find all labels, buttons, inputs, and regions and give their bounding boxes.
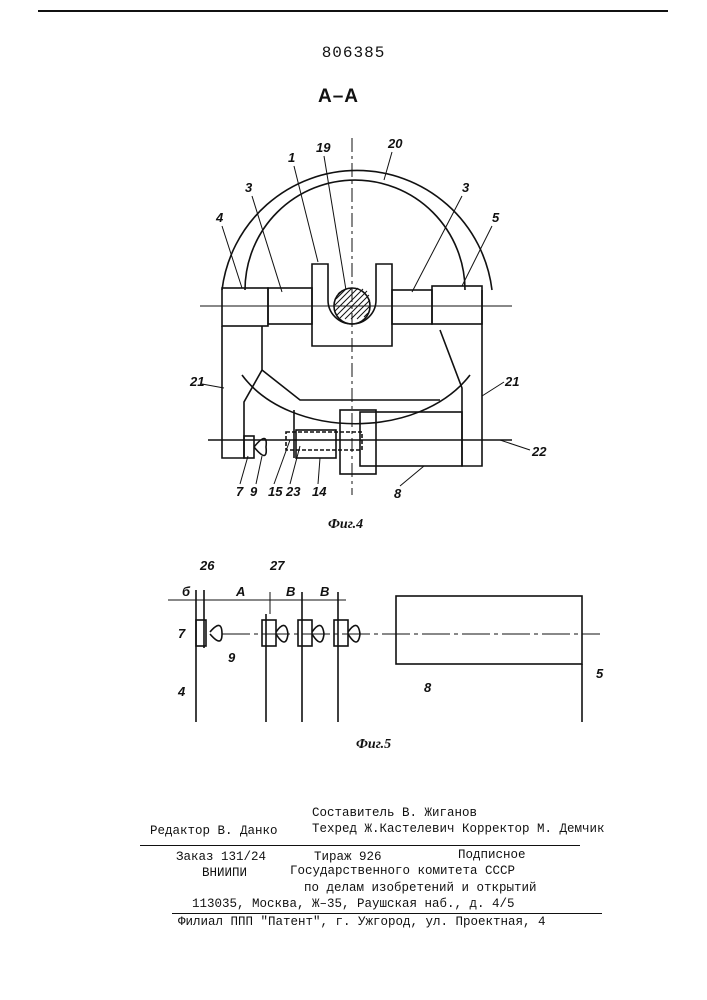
housing-8 <box>396 596 582 664</box>
label-20: 20 <box>387 136 403 151</box>
label-21-left: 21 <box>189 374 204 389</box>
imprint-editor: Редактор В. Данко <box>150 824 278 838</box>
imprint-address: 113035, Москва, Ж–35, Раушская наб., д. … <box>192 897 515 911</box>
link-lower <box>262 370 440 400</box>
figure-4-drawing: 1 19 20 3 3 4 5 21 21 22 7 9 15 23 14 8 <box>0 0 707 540</box>
label-27: 27 <box>269 558 285 573</box>
imprint-committee: Государственного комитета СССР <box>290 864 515 878</box>
label-23: 23 <box>285 484 301 499</box>
sleeve-23 <box>286 432 362 450</box>
nut-14 <box>296 430 336 458</box>
label-3-right: 3 <box>462 180 470 195</box>
figure-5-caption: Фиг.5 <box>356 737 391 752</box>
figure-5-drawing: 26 27 б А В В 7 9 4 8 5 Фиг.5 <box>0 552 707 792</box>
label-26: 26 <box>199 558 215 573</box>
housing-flange <box>340 410 376 474</box>
imprint-compiler: Составитель В. Жиганов <box>312 806 477 820</box>
label-4: 4 <box>215 210 224 225</box>
imprint-circulation: Тираж 926 <box>314 850 382 864</box>
label-19: 19 <box>316 140 331 155</box>
imprint-techred: Техред Ж.Кастелевич Корректор М. Демчик <box>312 822 605 836</box>
label-B-1: В <box>286 584 295 599</box>
label-A: А <box>235 584 245 599</box>
label-9: 9 <box>250 484 258 499</box>
label-9: 9 <box>228 650 236 665</box>
label-3-left: 3 <box>245 180 253 195</box>
button-9 <box>254 439 266 456</box>
imprint-committee-2: по делам изобретений и открытий <box>304 881 537 895</box>
imprint-rule-1 <box>140 845 580 846</box>
imprint-rule-2 <box>172 913 602 914</box>
imprint-branch: Филиал ППП "Патент", г. Ужгород, ул. Про… <box>178 915 546 929</box>
label-4: 4 <box>177 684 186 699</box>
label-22: 22 <box>531 444 547 459</box>
label-8: 8 <box>424 680 432 695</box>
label-21-right: 21 <box>504 374 519 389</box>
arm-3-right <box>392 290 432 324</box>
label-7: 7 <box>236 484 244 499</box>
label-15: 15 <box>268 484 283 499</box>
imprint-subscription: Подписное <box>458 848 526 862</box>
block-4 <box>222 288 268 326</box>
figure-4-caption: Фиг.4 <box>328 517 363 532</box>
label-b-small: б <box>182 584 191 599</box>
label-14: 14 <box>312 484 327 499</box>
label-5: 5 <box>596 666 604 681</box>
imprint-org: ВНИИПИ <box>202 866 247 880</box>
label-5: 5 <box>492 210 500 225</box>
block-5 <box>432 286 482 324</box>
button-9 <box>210 625 222 641</box>
imprint-order: Заказ 131/24 <box>176 850 266 864</box>
label-B-2: В <box>320 584 329 599</box>
label-7: 7 <box>178 626 186 641</box>
label-8: 8 <box>394 486 402 501</box>
lever-21-left <box>222 326 262 458</box>
label-1: 1 <box>288 150 295 165</box>
